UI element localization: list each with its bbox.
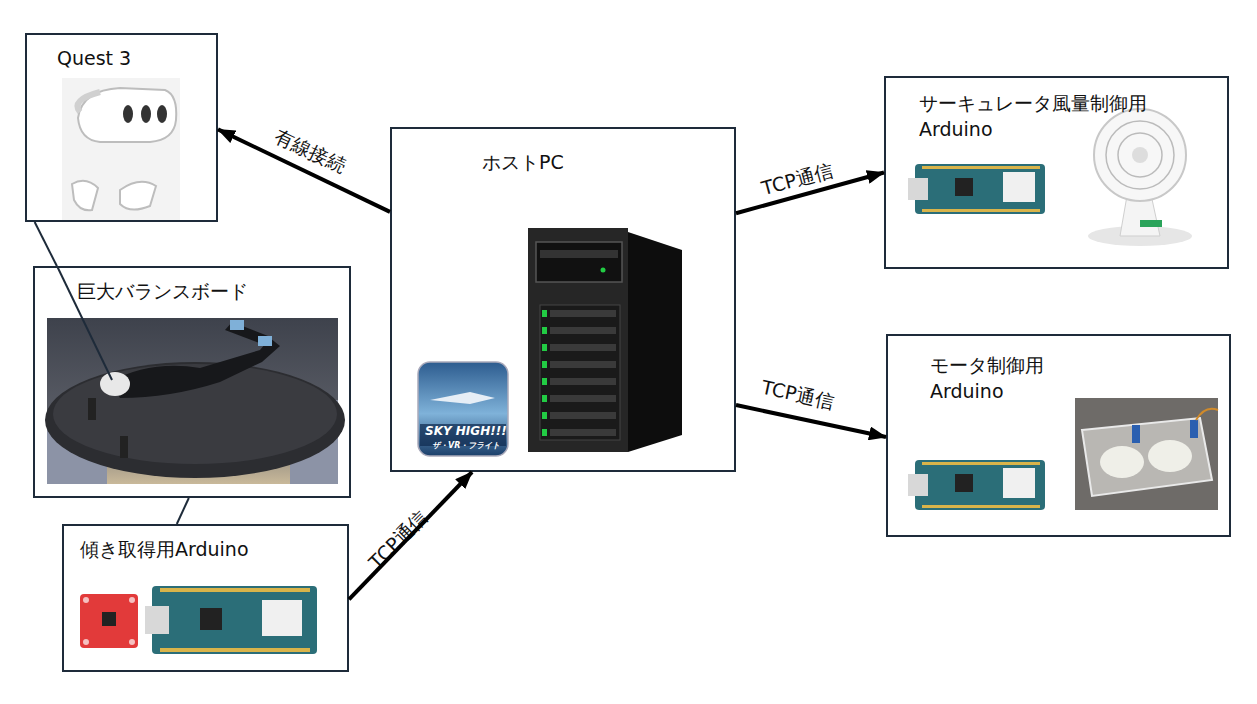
box-title: モータ制御用 Arduino (930, 352, 1082, 404)
box-title: 傾き取得用Arduino (80, 536, 340, 562)
arrow-connector (218, 129, 390, 211)
connector-line (177, 498, 189, 524)
component-box: Quest 3 (25, 33, 218, 222)
headset-illustration (62, 78, 180, 220)
arduino-and-motor-box (908, 398, 1218, 510)
icon-text: ザ・VR・フライト (432, 440, 500, 451)
component-box: 巨大バランスボード (33, 266, 351, 498)
balance-board-photo (45, 318, 345, 484)
connector-line (35, 222, 57, 266)
component-box: モータ制御用 Arduino (886, 334, 1231, 537)
box-title: サーキュレータ風量制御用 Arduino (919, 90, 1211, 142)
sensor-and-arduino (80, 586, 317, 654)
component-box: ホストPC (390, 127, 736, 472)
component-box: 傾き取得用Arduino (62, 524, 349, 672)
icon-text: SKY HIGH!!! (425, 424, 507, 438)
box-title: 巨大バランスボード (77, 278, 337, 304)
edge-label: TCP通信 (363, 505, 433, 575)
arrow-connector (736, 405, 886, 437)
edge-label: TCP通信 (758, 158, 835, 202)
edge-label: TCP通信 (759, 375, 836, 416)
arrow-connector (736, 173, 884, 214)
box-title: Quest 3 (57, 45, 207, 71)
box-title: ホストPC (482, 149, 682, 175)
app-icon (418, 362, 508, 456)
edge-label: 有線接続 (270, 124, 350, 180)
component-box: サーキュレータ風量制御用 Arduino (884, 76, 1229, 269)
arrow-connector (349, 472, 472, 599)
pc-tower (528, 228, 682, 452)
